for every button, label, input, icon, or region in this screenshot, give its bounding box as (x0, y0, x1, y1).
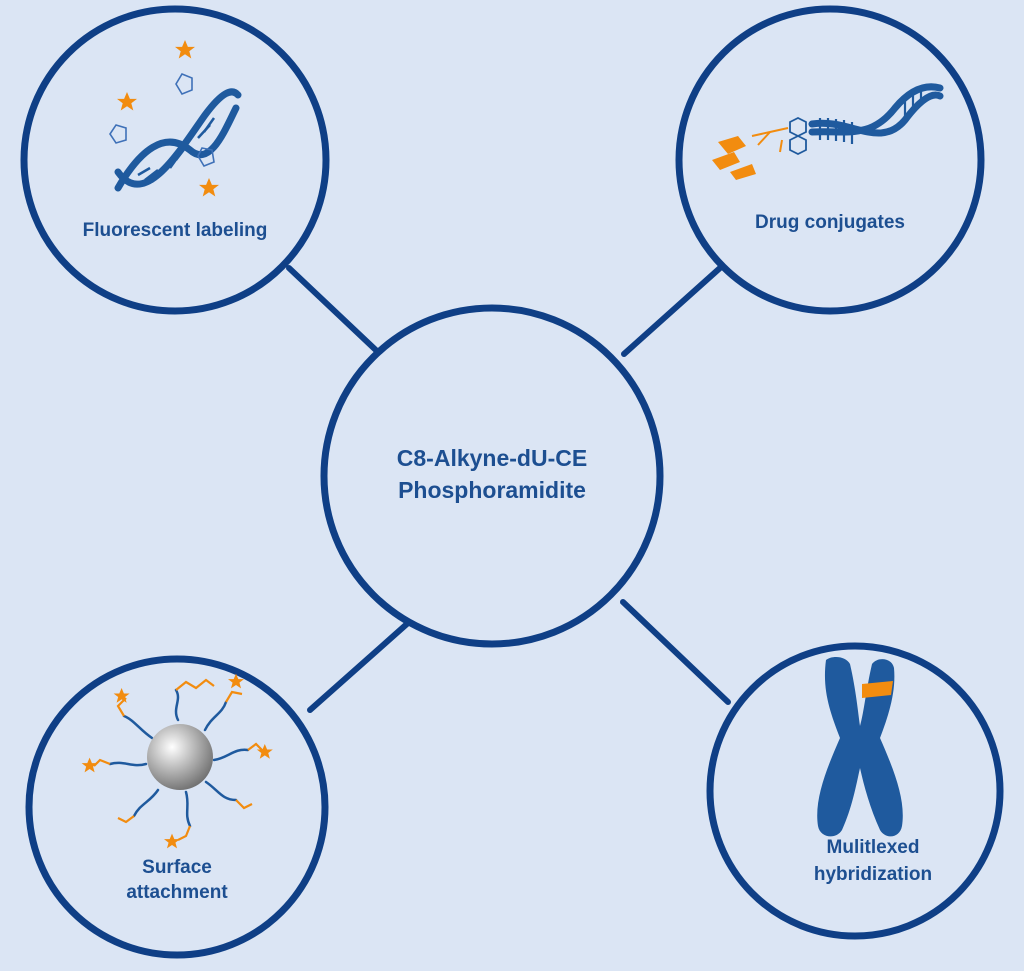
center-node: C8-Alkyne-dU-CE Phosphoramidite (320, 304, 664, 648)
drug-label: Drug conjugates (755, 212, 905, 233)
center-title-line1: C8-Alkyne-dU-CE (397, 445, 587, 471)
functionalized-bead-icon (81, 673, 273, 849)
node-drug-conjugates: Drug conjugates (675, 5, 985, 315)
node-surface-attachment: Surface attachment (25, 655, 329, 959)
connector-surface (307, 620, 411, 713)
surface-label-line1: Surface (142, 857, 212, 878)
hybrid-label-line2: hybridization (814, 864, 932, 885)
fluorescent-label: Fluorescent labeling (83, 220, 268, 241)
hybrid-label-line1: Mulitlexed (827, 837, 920, 858)
connector-fluorescent (286, 265, 383, 357)
node-multiplexed-hybridization: Mulitlexed hybridization (706, 642, 1004, 940)
connector-hybrid (620, 599, 731, 705)
connector-drug (621, 265, 723, 357)
drug-oligo-conjugate-icon (712, 83, 944, 180)
node-fluorescent-labeling: Fluorescent labeling (20, 5, 330, 315)
dna-helix-with-stars-icon (109, 40, 242, 197)
surface-label-line2: attachment (126, 882, 228, 903)
chromosome-icon (817, 656, 903, 837)
center-title-line2: Phosphoramidite (398, 477, 586, 503)
connectors (286, 265, 731, 713)
